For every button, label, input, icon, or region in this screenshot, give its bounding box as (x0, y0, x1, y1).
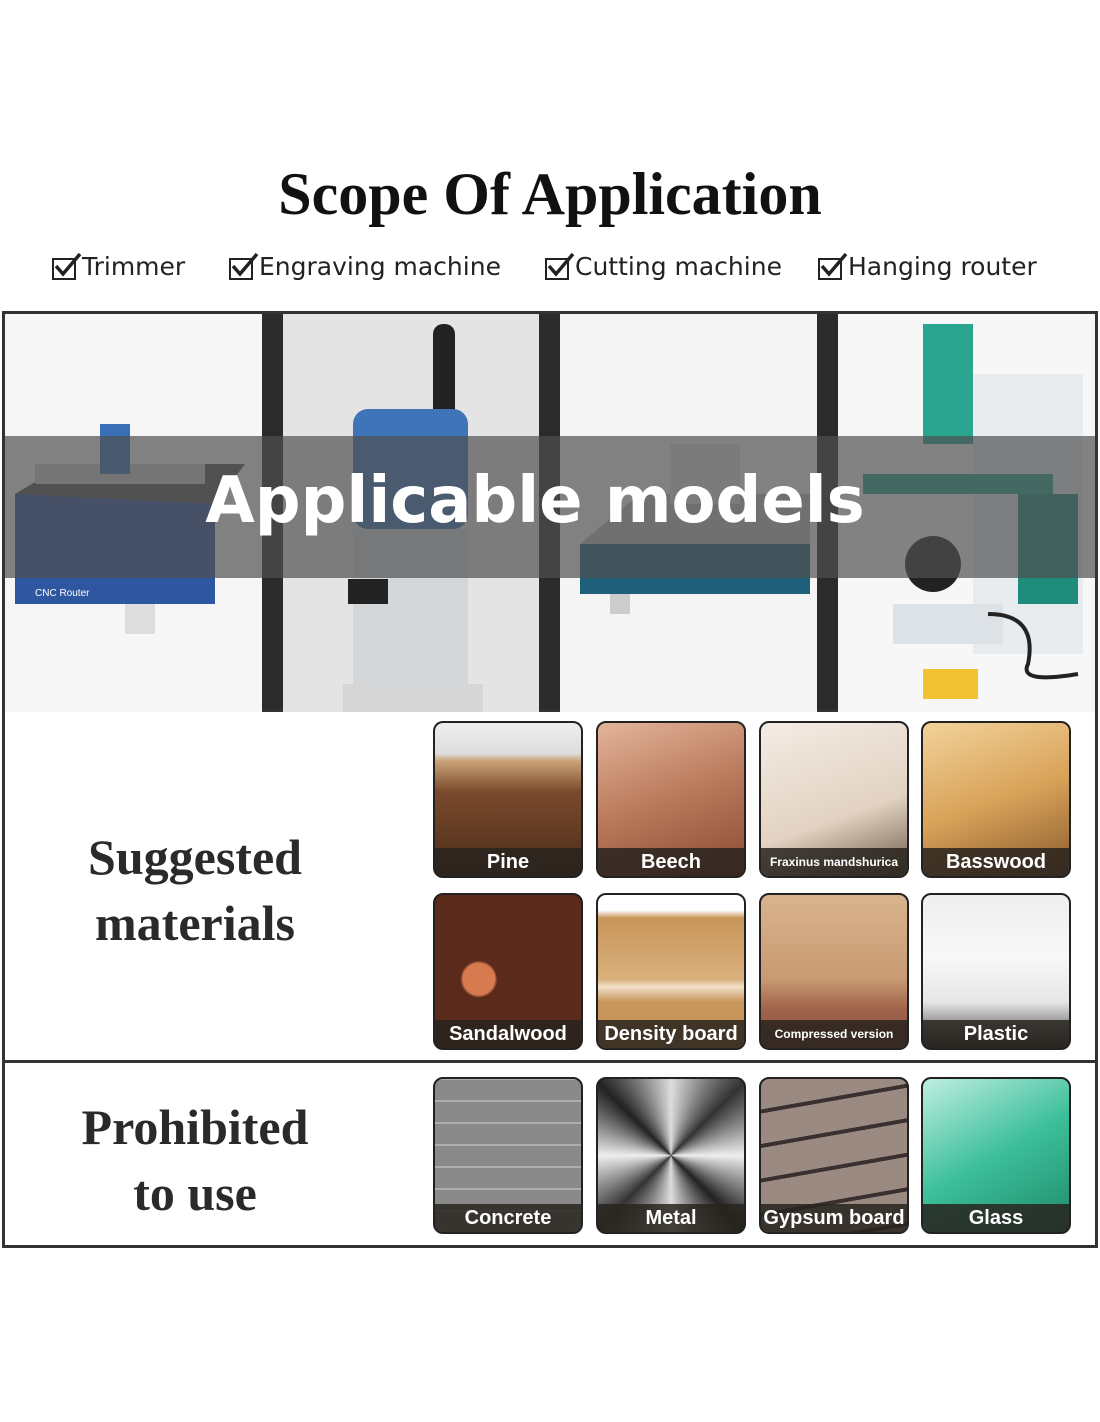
material-label: Pine (435, 848, 581, 876)
material-label: Density board (598, 1020, 744, 1048)
material-label: Beech (598, 848, 744, 876)
label-line: Suggested (88, 829, 302, 885)
machines-row: CNC Router Applicable models (5, 314, 1095, 712)
checkbox-checked-icon (545, 252, 575, 280)
label-line: Prohibited (81, 1099, 309, 1155)
label-line: to use (133, 1165, 257, 1221)
check-item-engraving: Engraving machine (229, 252, 501, 281)
material-label: Metal (598, 1204, 744, 1232)
applicable-models-banner: Applicable models (205, 464, 865, 538)
material-tile-beech: Beech (596, 721, 746, 878)
suggested-label: Suggested materials (45, 824, 345, 956)
banner-overlay (5, 436, 1095, 578)
material-label: Basswood (923, 848, 1069, 876)
check-label: Cutting machine (575, 252, 782, 281)
material-tile-sandalwood: Sandalwood (433, 893, 583, 1050)
checkbox-checked-icon (229, 252, 259, 280)
check-item-hanging: Hanging router (818, 252, 1037, 281)
material-label: Sandalwood (435, 1020, 581, 1048)
material-tile-glass: Glass (921, 1077, 1071, 1234)
material-tile-fraxinus: Fraxinus mandshurica (759, 721, 909, 878)
check-label: Trimmer (82, 252, 186, 281)
check-label: Engraving machine (259, 252, 501, 281)
material-label: Gypsum board (761, 1204, 907, 1232)
material-tile-gypsum-board: Gypsum board (759, 1077, 909, 1234)
prohibited-section: Prohibited to use Concrete Metal Gypsum b… (5, 1066, 1095, 1245)
material-label: Glass (923, 1204, 1069, 1232)
prohibited-label: Prohibited to use (45, 1094, 345, 1226)
page-title: Scope Of Application (278, 161, 822, 227)
machine-checklist: Trimmer Engraving machine Cutting machin… (0, 252, 1100, 292)
application-panel: CNC Router Applicable models Suggested ma… (2, 311, 1098, 1248)
material-label: Compressed version (761, 1020, 907, 1048)
material-tile-concrete: Concrete (433, 1077, 583, 1234)
checkbox-checked-icon (52, 252, 82, 280)
check-item-trimmer: Trimmer (52, 252, 185, 281)
check-item-cutting: Cutting machine (545, 252, 782, 281)
material-label: Fraxinus mandshurica (761, 848, 907, 876)
checkbox-checked-icon (818, 252, 848, 280)
check-label: Hanging router (848, 252, 1037, 281)
material-tile-basswood: Basswood (921, 721, 1071, 878)
material-tile-density-board: Density board (596, 893, 746, 1050)
label-line: materials (95, 895, 295, 951)
suggested-materials-section: Suggested materials Pine Beech Fraxinus m… (5, 712, 1095, 1063)
material-tile-compressed: Compressed version (759, 893, 909, 1050)
machine-plate: CNC Router (35, 588, 90, 599)
material-tile-pine: Pine (433, 721, 583, 878)
material-label: Plastic (923, 1020, 1069, 1048)
material-tile-plastic: Plastic (921, 893, 1071, 1050)
material-tile-metal: Metal (596, 1077, 746, 1234)
material-label: Concrete (435, 1204, 581, 1232)
